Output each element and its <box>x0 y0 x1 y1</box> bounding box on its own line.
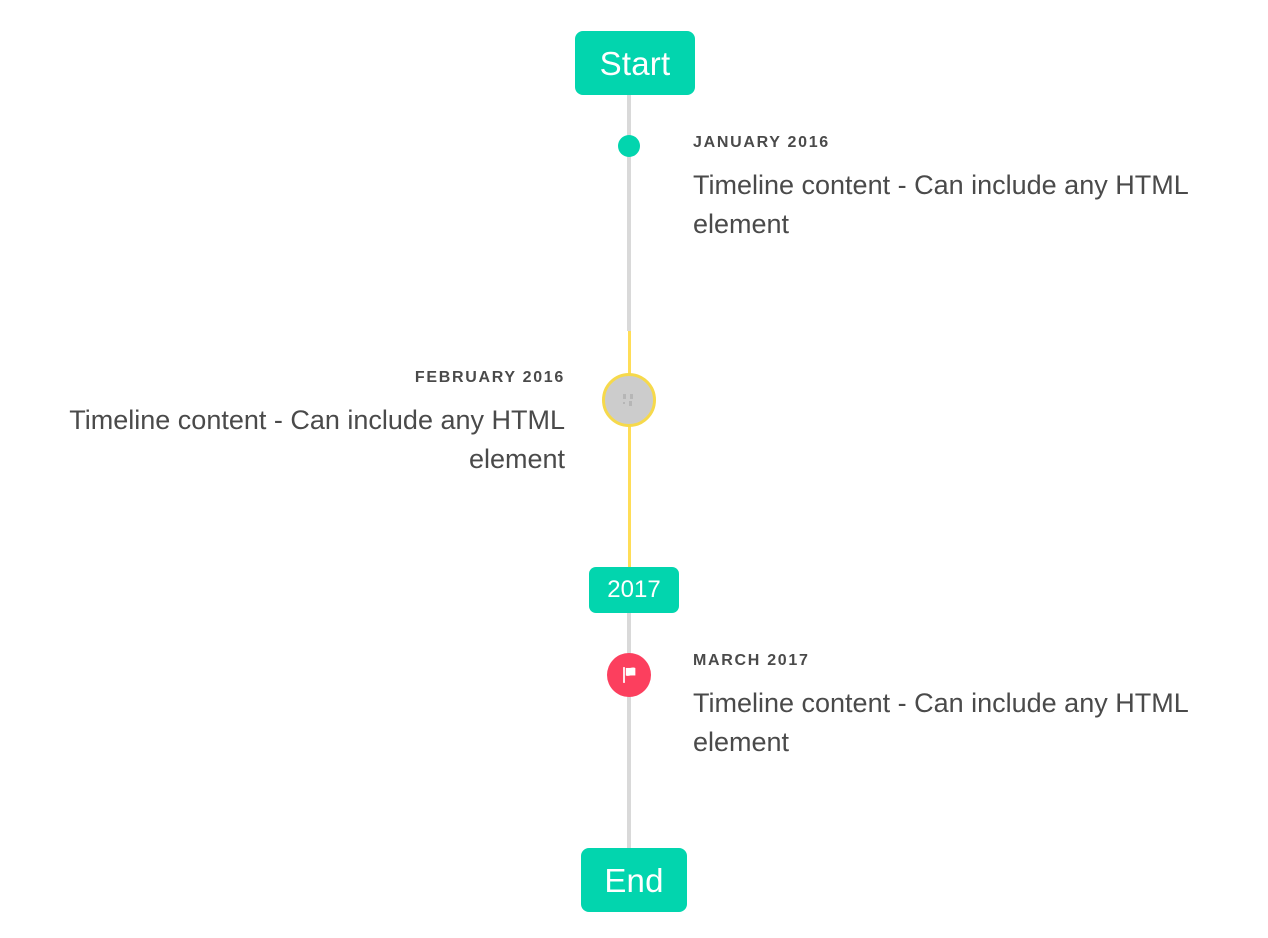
timeline-divider-label: 2017 <box>607 576 661 603</box>
timeline-divider-badge-2017[interactable]: 2017 <box>589 567 679 613</box>
flag-glyph <box>623 667 636 683</box>
timeline-entry-content: FEBRUARY 2016 Timeline content - Can inc… <box>41 368 565 478</box>
timeline-entry-content: JANUARY 2016 Timeline content - Can incl… <box>693 133 1217 243</box>
timeline-line-segment-gray-lower <box>627 612 631 850</box>
broken-image-icon[interactable] <box>602 373 656 427</box>
timeline-line-segment-gray-upper <box>627 95 631 331</box>
timeline-entry-date: MARCH 2017 <box>693 652 810 669</box>
timeline-entry-body: Timeline content - Can include any HTML … <box>69 405 565 474</box>
teal-dot-icon[interactable] <box>618 135 640 157</box>
timeline-entry-body: Timeline content - Can include any HTML … <box>693 170 1188 239</box>
timeline-entry-body: Timeline content - Can include any HTML … <box>693 688 1188 757</box>
flag-icon[interactable] <box>607 653 651 697</box>
timeline-start-label: Start <box>599 44 671 82</box>
timeline-end-label: End <box>604 861 664 899</box>
timeline-entry-date: JANUARY 2016 <box>693 134 830 151</box>
broken-image-glyph <box>623 394 633 406</box>
timeline-line-segment-yellow <box>627 331 631 568</box>
timeline-entry-content: MARCH 2017 Timeline content - Can includ… <box>693 651 1217 761</box>
timeline-start-badge[interactable]: Start <box>575 31 695 95</box>
timeline-end-badge[interactable]: End <box>581 848 687 912</box>
timeline-entry-date: FEBRUARY 2016 <box>414 369 565 386</box>
